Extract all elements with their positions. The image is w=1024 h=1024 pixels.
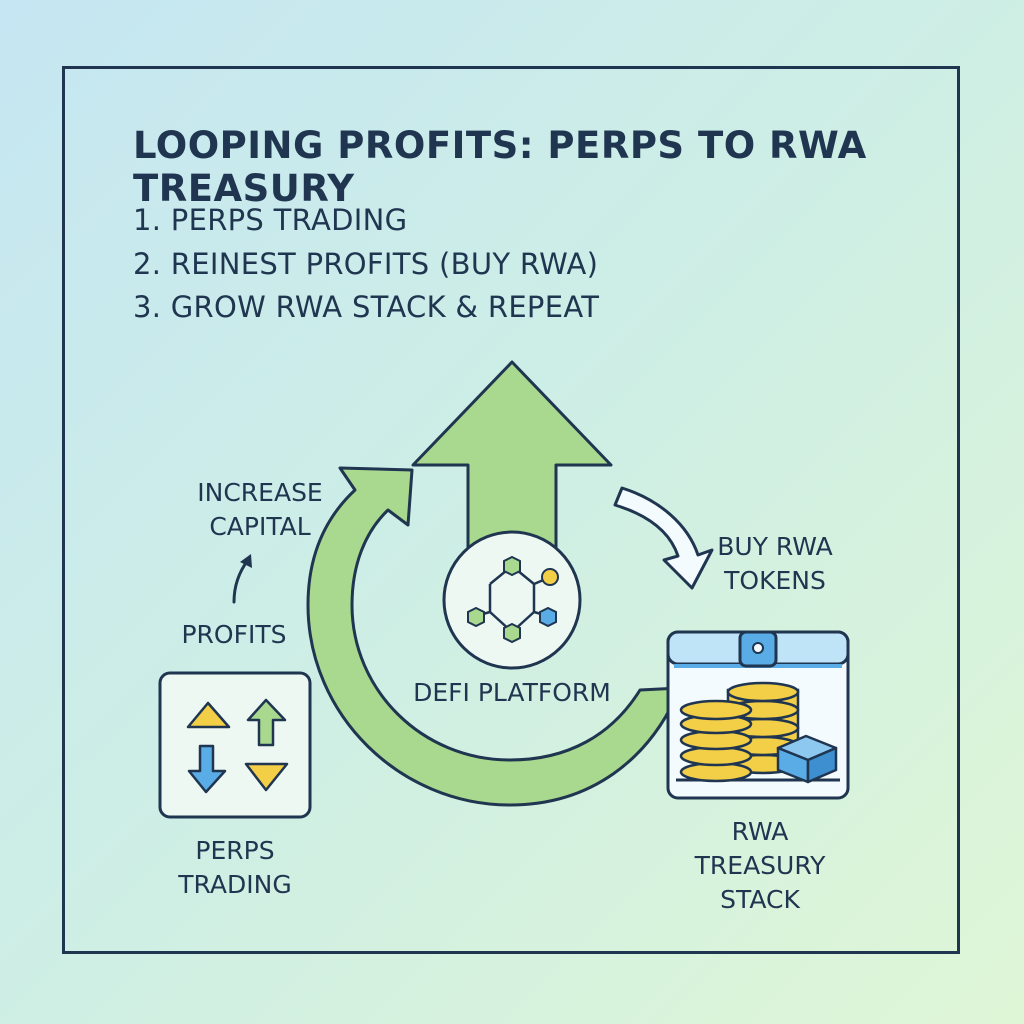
treasury-vault-icon [666,630,850,800]
defi-platform-label: DEFI PLATFORM [413,678,611,707]
curved-down-arrow-icon [613,486,714,590]
trading-arrows-icon [158,671,312,819]
profits-label: PROFITS [181,620,287,649]
step-3: 3. GROW RWA STACK & REPEAT [133,290,600,324]
increase-capital-label: INCREASE CAPITAL [197,478,323,541]
diagram-frame [62,66,960,954]
rwa-treasury-stack-label: RWA TREASURY STACK [694,817,826,914]
perps-trading-label: PERPS TRADING [178,836,292,899]
step-2: 2. REINEST PROFITS (BUY RWA) [133,247,599,281]
diagram-title: LOOPING PROFITS: PERPS TO RWA TREASURY [133,124,867,210]
step-1: 1. PERPS TRADING [133,203,408,237]
big-up-arrow-icon [411,360,613,562]
circular-arrow-icon [306,466,682,807]
hexagon-network-icon [442,530,582,670]
buy-rwa-tokens-label: BUY RWA TOKENS [717,532,833,595]
small-curved-arrow-icon [232,554,252,604]
